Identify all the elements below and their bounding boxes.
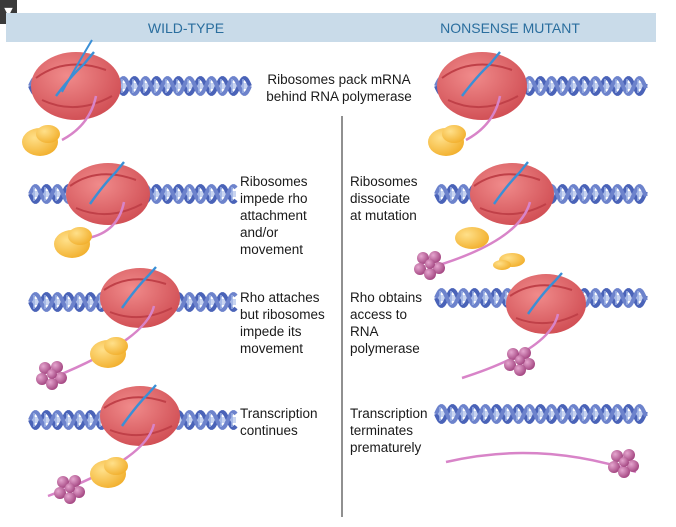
ribosome (90, 457, 128, 488)
ribosome (54, 227, 92, 258)
rho-factor (504, 347, 535, 376)
row2-wild-label-line: impede rho (240, 191, 308, 206)
ribosome (428, 125, 466, 156)
row2-mutant-label-line: Ribosomes (350, 174, 418, 189)
rho-factor (54, 475, 85, 504)
row2-wild-label-line: movement (240, 242, 303, 257)
row4-mutant-label-line: Transcription (350, 406, 428, 421)
row2-wild-label-line: and/or (240, 225, 279, 240)
ribosome (90, 337, 128, 368)
row4-mutant-label: Transcription terminates prematurely (350, 406, 428, 455)
row2-mutant-label-line: at mutation (350, 208, 417, 223)
row3-mutant-label: Rho obtains access to RNA polymerase (350, 290, 422, 356)
mrna-strand (465, 95, 502, 142)
dna-helix (434, 404, 648, 424)
rna-polymerase (31, 51, 121, 120)
row2-mutant-label-line: dissociate (350, 191, 410, 206)
row4-wild-label: Transcription continues (240, 406, 318, 438)
row2-wild-label-line: Ribosomes (240, 174, 308, 189)
row3-mutant-label-line: Rho obtains (350, 290, 422, 305)
row2-mutant-label: Ribosomes dissociate at mutation (350, 174, 418, 223)
row4-wild-label-line: Transcription (240, 406, 318, 421)
row1-label-line: Ribosomes pack mRNA (267, 72, 410, 87)
row3-mutant-label-line: RNA (350, 324, 379, 339)
row3-mutant-label-line: polymerase (350, 341, 420, 356)
rna-polymerase (470, 161, 554, 225)
rna-polymerase (437, 51, 527, 120)
row1-shared-label: Ribosomes pack mRNA behind RNA polymeras… (266, 72, 412, 104)
row4-mutant-label-line: prematurely (350, 440, 422, 455)
mrna-strand (435, 201, 532, 268)
header-band (6, 13, 656, 42)
row4-mutant-label-line: terminates (350, 423, 413, 438)
ribosome-subunit (455, 227, 489, 249)
header-wild-type: WILD-TYPE (148, 20, 224, 36)
mrna-strand (61, 95, 98, 142)
row3-wild-label: Rho attaches but ribosomes impede its mo… (240, 290, 325, 356)
row2-wild-label-line: attachment (240, 208, 307, 223)
row4-wild-label-line: continues (240, 423, 298, 438)
row3-wild-label-line: Rho attaches (240, 290, 320, 305)
rho-factor (36, 361, 67, 390)
mrna-strand (445, 451, 637, 474)
header-nonsense-mutant: NONSENSE MUTANT (440, 20, 580, 36)
rna-polymerase (100, 266, 180, 328)
row3-wild-label-line: movement (240, 341, 303, 356)
mrna-strand (87, 201, 126, 240)
rna-polymerase (100, 384, 180, 446)
nascent-rna (61, 39, 93, 93)
rho-factor (414, 251, 445, 280)
mrna-strand (461, 313, 560, 380)
row3-mutant-label-line: access to (350, 307, 407, 322)
row3-wild-label-line: but ribosomes (240, 307, 325, 322)
rho-factor (608, 449, 639, 478)
ribosome (22, 125, 60, 156)
rna-polymerase (506, 272, 586, 334)
row1-label-line: behind RNA polymerase (266, 89, 412, 104)
row2-wild-label: Ribosomes impede rho attachment and/or m… (240, 174, 308, 257)
rna-polymerase (66, 161, 150, 225)
row3-wild-label-line: impede its (240, 324, 302, 339)
ribosome-subunit (493, 253, 525, 270)
